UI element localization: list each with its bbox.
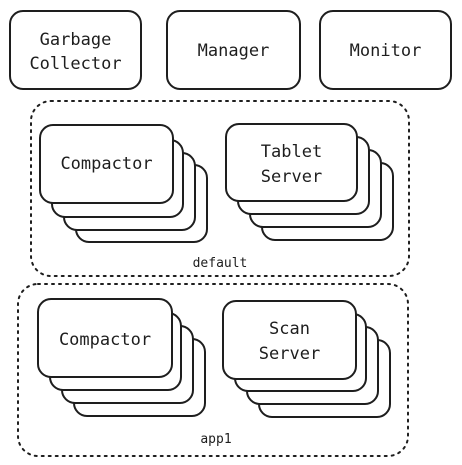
tablet-server-label-line1: Tablet — [261, 142, 322, 162]
default-compactor-stack: Compactor — [39, 124, 208, 243]
scan-server-stack: Scan Server — [222, 300, 391, 418]
app1-group-label: app1 — [200, 432, 231, 447]
manager-node: Manager — [166, 10, 301, 90]
app1-compactor-box — [37, 298, 173, 378]
tablet-server-stack: Tablet Server — [225, 123, 394, 241]
app1-group-boundary — [17, 283, 409, 457]
default-compactor-box — [39, 124, 174, 204]
garbage-collector-node: Garbage Collector — [9, 10, 142, 90]
garbage-collector-label-line1: Garbage — [40, 30, 112, 50]
garbage-collector-label-line2: Collector — [29, 54, 121, 74]
manager-box — [166, 10, 301, 90]
default-group: default Compactor Tablet Server — [30, 100, 410, 277]
garbage-collector-box — [9, 10, 142, 90]
scan-server-label-line1: Scan — [269, 319, 310, 339]
default-compactor-label: Compactor — [60, 154, 152, 174]
default-group-label: default — [193, 256, 248, 271]
monitor-node: Monitor — [319, 10, 452, 90]
app1-compactor-stack: Compactor — [37, 298, 206, 417]
manager-label: Manager — [198, 41, 270, 61]
monitor-box — [319, 10, 452, 90]
tablet-server-label-line2: Server — [261, 167, 322, 187]
app1-group: app1 Compactor Scan Server — [17, 283, 409, 457]
monitor-label: Monitor — [350, 41, 422, 61]
app1-compactor-label: Compactor — [59, 330, 151, 350]
scan-server-box — [222, 300, 357, 380]
tablet-server-box — [225, 123, 358, 202]
default-group-boundary — [30, 100, 410, 277]
scan-server-label-line2: Server — [259, 344, 320, 364]
